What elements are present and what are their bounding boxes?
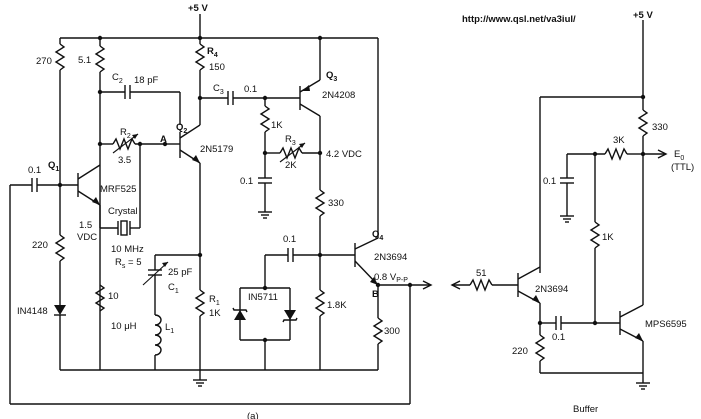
- r3-label: R3: [285, 134, 296, 147]
- c3-value: 0.1: [244, 84, 257, 95]
- r2-value: 3.5: [118, 155, 131, 166]
- b1k-label: 1K: [602, 232, 614, 243]
- c2-label: C2: [112, 72, 123, 85]
- q4-part: 2N3694: [374, 252, 407, 263]
- c01a-value: 0.1: [240, 176, 253, 187]
- url-text: http://www.qsl.net/va3iul/: [462, 14, 576, 25]
- q2-label: Q2: [176, 122, 187, 135]
- freq-label: 10 MHz: [111, 244, 144, 255]
- resistor-5-1-label: 5.1: [78, 55, 91, 66]
- buffer-caption: Buffer: [573, 404, 598, 415]
- vdc-label: 1.5: [79, 220, 92, 231]
- r10-label: 10: [108, 291, 119, 302]
- rs-label: Rs = 5: [115, 257, 142, 270]
- r4-value: 150: [209, 62, 225, 73]
- c1-value: 25 pF: [168, 267, 192, 278]
- q1-label: Q1: [48, 160, 59, 173]
- diode-in4148-label: IN4148: [17, 306, 48, 317]
- node-a-label: A: [160, 134, 167, 145]
- b01a-value: 0.1: [543, 176, 556, 187]
- r220-label: 220: [32, 240, 48, 251]
- vpp-label: 0.8 VP-P: [374, 272, 408, 284]
- r1-label: R1: [209, 294, 220, 307]
- b220-label: 220: [512, 346, 528, 357]
- buffer-q1-part: 2N3694: [535, 284, 568, 295]
- c01b-value: 0.1: [283, 234, 296, 245]
- q2-part: 2N5179: [200, 144, 233, 155]
- q3-label: Q3: [326, 70, 337, 83]
- r330-label: 330: [328, 198, 344, 209]
- c3-label: C3: [213, 83, 224, 96]
- inductor-value: 10 μH: [111, 321, 137, 332]
- diode-in5711-label: IN5711: [248, 292, 278, 303]
- r300-label: 300: [384, 326, 400, 337]
- b330-label: 330: [652, 122, 668, 133]
- c1-label: C1: [168, 282, 179, 295]
- ttl-label: (TTL): [671, 162, 694, 173]
- buffer-supply-label: +5 V: [633, 10, 653, 21]
- r1-value: 1K: [209, 308, 221, 319]
- c2-value: 18 pF: [134, 75, 158, 86]
- r4-label: R4: [207, 46, 218, 59]
- r1k-label: 1K: [271, 120, 283, 131]
- voltage-4-2-label: 4.2 VDC: [326, 149, 362, 160]
- supply-label: +5 V: [188, 3, 208, 14]
- r3-value: 2K: [285, 160, 297, 171]
- b01b-value: 0.1: [552, 332, 565, 343]
- resistor-270-label: 270: [36, 56, 52, 67]
- r2-label: R2: [120, 127, 131, 140]
- input-cap-value: 0.1: [28, 165, 41, 176]
- r1-8k-label: 1.8K: [327, 300, 347, 311]
- e0-label: E0: [674, 149, 684, 162]
- q3-part: 2N4208: [322, 90, 355, 101]
- vdc-unit: VDC: [77, 232, 97, 243]
- b51-label: 51: [476, 268, 487, 279]
- q4-label: Q4: [372, 229, 383, 242]
- caption-a: (a): [247, 411, 259, 419]
- crystal-label: Crystal: [108, 206, 138, 217]
- l1-label: L1: [165, 322, 174, 335]
- b3k-label: 3K: [613, 135, 625, 146]
- node-b-label: B: [372, 289, 379, 300]
- q1-part: MRF525: [100, 184, 136, 195]
- buffer-q2-part: MPS6595: [645, 319, 687, 330]
